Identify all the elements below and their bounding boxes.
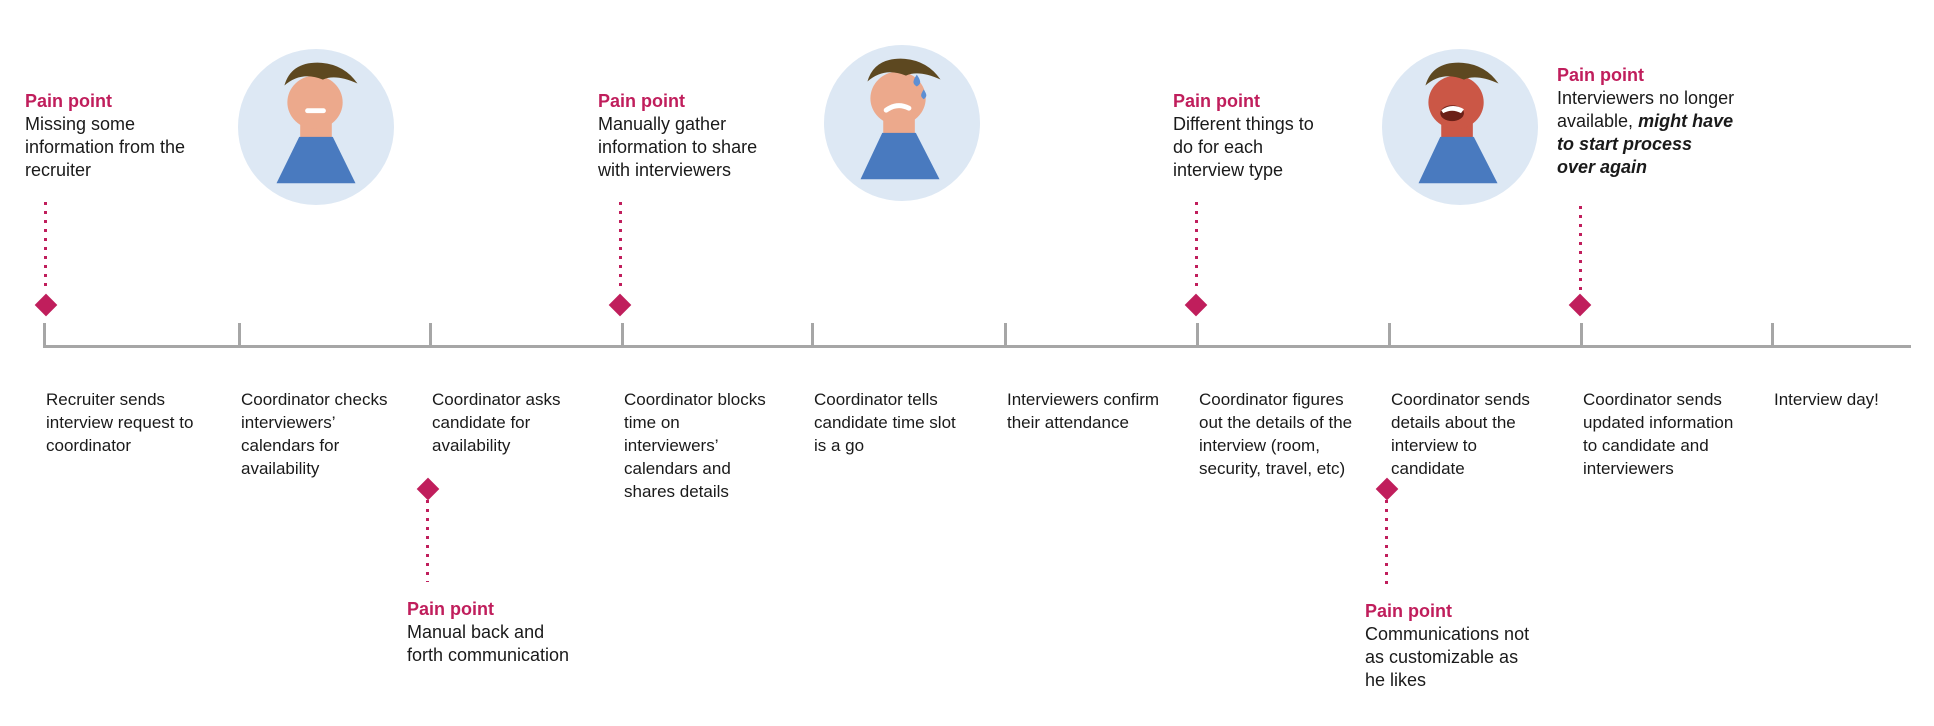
pain-point-title: Pain point	[598, 91, 685, 111]
pain-point-title: Pain point	[1173, 91, 1260, 111]
timeline-step-6: Interviewers confirm their attendance	[1007, 390, 1160, 432]
pain-point-text: Manual back and forth communication	[407, 622, 570, 665]
avatar-angry-icon	[1381, 48, 1539, 206]
timeline-step-9: Coordinator sends updated information to…	[1583, 390, 1734, 478]
pain-point-top-2: Pain point Manually gather information t…	[598, 90, 776, 182]
avatar-neutral-icon	[237, 48, 395, 206]
timeline-tick	[621, 323, 624, 345]
diamond-marker	[34, 293, 58, 317]
timeline-tick	[43, 323, 46, 345]
timeline-tick	[1196, 323, 1199, 345]
timeline-step-8: Coordinator sends details about the inte…	[1391, 390, 1530, 478]
dotted-connector	[1579, 206, 1582, 292]
diamond-marker	[1568, 293, 1592, 317]
timeline-step-1: Recruiter sends interview request to coo…	[46, 390, 194, 455]
pain-point-text: Missing some information from the recrui…	[25, 114, 186, 180]
timeline-step-10: Interview day!	[1774, 390, 1879, 409]
pain-point-title: Pain point	[1365, 601, 1452, 621]
diamond-marker	[1375, 477, 1399, 501]
timeline-axis	[43, 345, 1911, 348]
dotted-connector	[1385, 500, 1388, 584]
timeline-tick	[238, 323, 241, 345]
dotted-connector	[619, 202, 622, 292]
timeline-tick	[1004, 323, 1007, 345]
pain-point-top-1: Pain point Missing some information from…	[25, 90, 197, 182]
dotted-connector	[44, 202, 47, 292]
pain-point-title: Pain point	[407, 599, 494, 619]
diamond-marker	[1184, 293, 1208, 317]
avatar-worried-icon	[823, 44, 981, 202]
timeline-step-5: Coordinator tells candidate time slot is…	[814, 390, 956, 455]
pain-point-text: Different things to do for each intervie…	[1173, 114, 1314, 180]
diamond-marker	[416, 477, 440, 501]
pain-point-title: Pain point	[1557, 65, 1644, 85]
dotted-connector	[1195, 202, 1198, 292]
timeline-tick	[1771, 323, 1774, 345]
pain-point-text: Manually gather information to share wit…	[598, 114, 758, 180]
timeline-tick	[1580, 323, 1583, 345]
pain-point-bottom-2: Pain point Communications not as customi…	[1365, 600, 1537, 692]
timeline-step-4: Coordinator blocks time on interviewers’…	[624, 390, 766, 501]
timeline-tick	[811, 323, 814, 345]
timeline-tick	[1388, 323, 1391, 345]
pain-point-text: Interviewers no longer available, might …	[1557, 88, 1735, 177]
dotted-connector	[426, 500, 429, 582]
timeline-step-3: Coordinator asks candidate for availabil…	[432, 390, 561, 455]
pain-point-top-4: Pain point Interviewers no longer availa…	[1557, 64, 1735, 179]
pain-point-emphasis-text: might have to start process over again	[1557, 111, 1734, 177]
timeline-step-7: Coordinator figures out the details of t…	[1199, 390, 1353, 478]
pain-point-top-3: Pain point Different things to do for ea…	[1173, 90, 1335, 182]
pain-point-bottom-1: Pain point Manual back and forth communi…	[407, 598, 579, 667]
timeline-tick	[429, 323, 432, 345]
diamond-marker	[608, 293, 632, 317]
pain-point-title: Pain point	[25, 91, 112, 111]
pain-point-text: Communications not as customizable as he…	[1365, 624, 1530, 690]
timeline-step-2: Coordinator checks interviewers’ calenda…	[241, 390, 388, 478]
